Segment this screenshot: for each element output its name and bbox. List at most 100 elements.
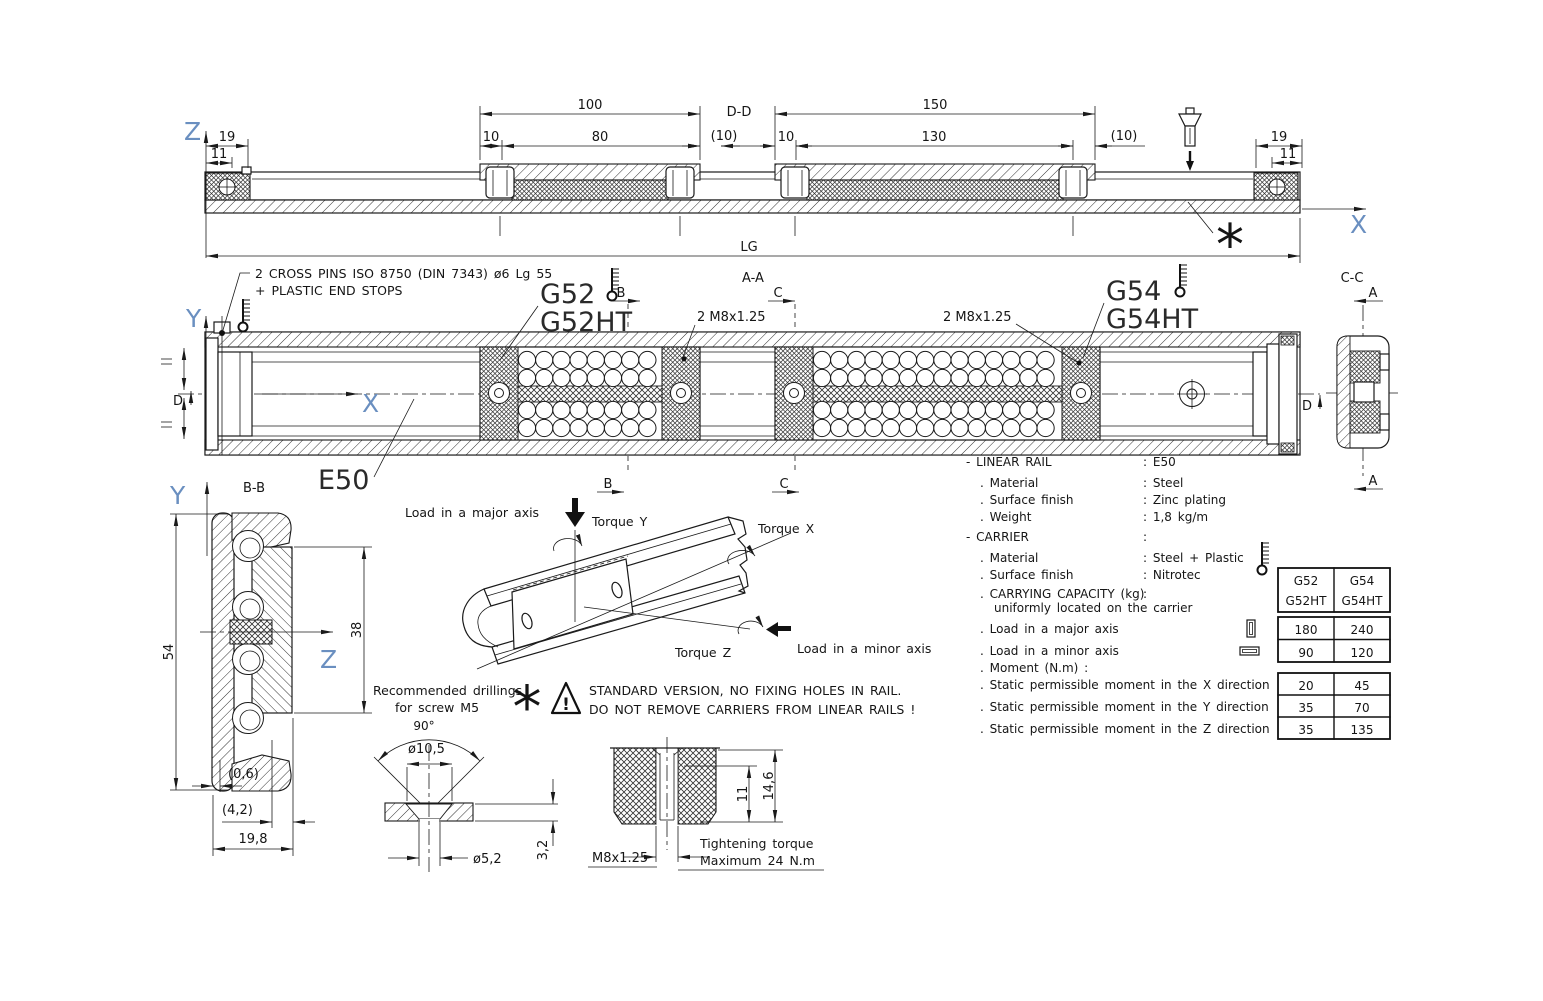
- ball-bearing: [830, 418, 849, 438]
- load-minor-label: Load in a minor axis: [797, 641, 931, 656]
- ball-bearing: [1019, 418, 1038, 438]
- ball-bearing: [950, 400, 969, 420]
- dim-150: 150: [923, 98, 948, 113]
- ball-bearing: [621, 368, 640, 388]
- ball-bearing: [603, 368, 623, 388]
- y-axis-label: Y: [185, 304, 202, 333]
- cross-pin: [219, 330, 225, 336]
- drilling-title-line1: Recommended drillings: [373, 683, 522, 698]
- nut-detail: 11 14,6 M8x1.25 Tightening torque Maximu…: [588, 737, 824, 871]
- ball-bearing: [916, 368, 935, 388]
- spec-label: . Weight: [980, 510, 1032, 524]
- ball-bearing: [967, 400, 986, 420]
- ball-bearing: [535, 350, 554, 370]
- right-end-cap: [1252, 333, 1298, 455]
- ball-bearing: [517, 418, 537, 438]
- torque-y-arrow: [553, 533, 583, 552]
- drilling-detail: Recommended drillings for screw M5 90° ø…: [373, 683, 558, 872]
- ball-bearing: [881, 400, 900, 420]
- dim-dia-5-2: ø5,2: [473, 852, 502, 867]
- ball-bearing: [1002, 350, 1021, 370]
- marker-d-right: D: [1302, 399, 1312, 414]
- marker-c-bottom: C: [779, 477, 788, 492]
- label-g54ht: G54HT: [1106, 304, 1199, 335]
- ball-bearing: [586, 400, 605, 420]
- thermometer-icon: [237, 298, 251, 333]
- ball-bearing: [603, 350, 623, 370]
- dim-10-a: 10: [483, 130, 500, 145]
- ball-bearing: [552, 418, 571, 438]
- ball-bearing: [881, 368, 900, 388]
- ball-bearing: [1019, 400, 1038, 420]
- ball-bearing: [552, 350, 571, 370]
- spec-label: . Static permissible moment in the X dir…: [980, 678, 1270, 692]
- ball-bearing: [1036, 400, 1055, 420]
- table-cell: 120: [1351, 646, 1374, 660]
- ball-bearing: [586, 350, 605, 370]
- section-label-aa: A-A: [742, 271, 764, 286]
- spec-label: . Surface finish: [980, 568, 1074, 582]
- roller-slot: [780, 166, 810, 199]
- ball-bearing: [830, 400, 849, 420]
- ball-bearing: [569, 368, 588, 388]
- dim-38: 38: [350, 622, 365, 639]
- warning-line1: STANDARD VERSION, NO FIXING HOLES IN RAI…: [589, 683, 901, 698]
- spec-label: uniformly located on the carrier: [994, 601, 1193, 615]
- ball-bearing: [984, 400, 1004, 420]
- dim-19-right: 19: [1271, 130, 1288, 145]
- ball-bearing: [1019, 368, 1038, 388]
- warning-triangle-icon: [550, 681, 582, 715]
- spec-value: :: [1143, 587, 1147, 601]
- dim-11-depth: 11: [736, 786, 751, 803]
- ball-bearing: [1036, 350, 1055, 370]
- spec-value: : Nitrotec: [1143, 568, 1201, 582]
- dim-14-6: 14,6: [762, 772, 777, 801]
- load-minor-arrow: [766, 622, 791, 637]
- dim-100: 100: [578, 98, 603, 113]
- dim-dia-10-5: ø10,5: [408, 742, 445, 757]
- table-header-g52: G52: [1294, 574, 1319, 588]
- ball-bearing: [898, 350, 918, 370]
- ball-bearing: [1036, 368, 1055, 388]
- ball-bearing: [847, 418, 866, 438]
- ball-bearing: [638, 418, 657, 438]
- x-axis-label-top: X: [1350, 210, 1367, 239]
- ball-bearing: [1002, 368, 1021, 388]
- x-axis-label-main: X: [362, 389, 379, 418]
- table-cell: 35: [1298, 723, 1313, 737]
- ball-bearing: [830, 368, 849, 388]
- marker-a-bottom: A: [1369, 474, 1378, 489]
- roller-slot: [665, 166, 695, 199]
- spec-label: . Static permissible moment in the Z dir…: [980, 722, 1270, 736]
- ball-bearing: [916, 350, 935, 370]
- dim-80: 80: [592, 130, 609, 145]
- ball-bearing: [517, 400, 537, 420]
- cross-pins-note-line1: 2 CROSS PINS ISO 8750 (DIN 7343) ø6 Lg 5…: [255, 266, 552, 281]
- ball-bearing: [535, 418, 554, 438]
- section-label-dd: D-D: [727, 105, 752, 120]
- ball-bearing: [881, 418, 900, 438]
- ball-bearing: [535, 400, 554, 420]
- ball-bearing: [638, 368, 657, 388]
- ball-bearing: [517, 368, 537, 388]
- ball-bearing: [898, 418, 918, 438]
- torque-z-arrow: [737, 615, 764, 635]
- spec-label: . Static permissible moment in the Y dir…: [980, 700, 1269, 714]
- ball-bearing: [950, 368, 969, 388]
- table-cell: 20: [1298, 679, 1313, 693]
- rail-spine: [211, 512, 235, 792]
- ball-bearing: [967, 350, 986, 370]
- ball-bearing: [847, 350, 866, 370]
- ball-bearing: [847, 400, 866, 420]
- tightening-torque-line1: Tightening torque: [699, 836, 814, 851]
- carrier-2-plan: [774, 346, 1101, 441]
- capacity-table: G52 G52HT G54 G54HT 180 240 90 120 20 45…: [1277, 567, 1391, 740]
- carrier-1-side: [479, 163, 701, 201]
- warning-exclamation: !: [562, 695, 570, 715]
- drilling-title-line2: for screw M5: [395, 700, 479, 715]
- ball-bearing: [898, 400, 918, 420]
- ball-bearing: [950, 418, 969, 438]
- label-g52: G52: [540, 279, 595, 310]
